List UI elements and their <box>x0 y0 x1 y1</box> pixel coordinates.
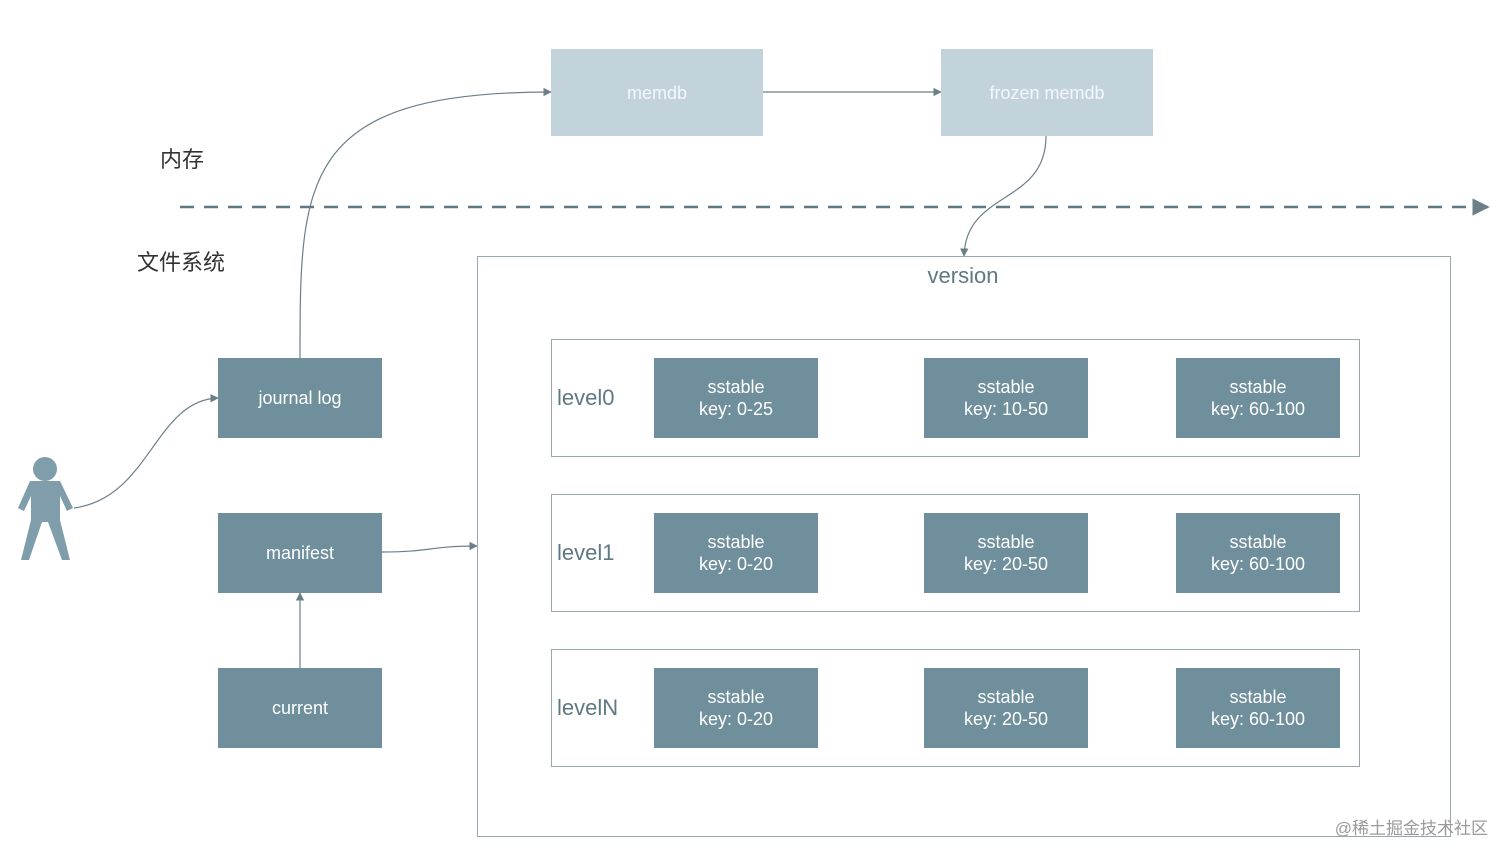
frozen-memdb-node: frozen memdb <box>941 49 1153 136</box>
sstable-name: sstable <box>1229 377 1287 397</box>
watermark: @稀土掘金技术社区 <box>1334 819 1488 838</box>
sstable-name: sstable <box>1229 532 1287 552</box>
filesystem-zone-label: 文件系统 <box>137 250 226 275</box>
level-label: level0 <box>557 385 615 410</box>
version-title: version <box>927 263 999 288</box>
level-label: levelN <box>557 695 619 720</box>
memdb-node: memdb <box>551 49 763 136</box>
user-to-journal-arrow <box>73 394 219 509</box>
current-label: current <box>271 698 329 718</box>
level-row <box>551 494 1360 612</box>
sstable-key-range: key: 10-50 <box>963 399 1049 419</box>
sstable-name: sstable <box>977 377 1035 397</box>
manifest-label: manifest <box>265 543 335 563</box>
level-row <box>551 649 1360 767</box>
memdb-label: memdb <box>626 82 688 103</box>
frozen-to-version-arrow <box>960 135 1047 257</box>
sstable-name: sstable <box>707 687 765 707</box>
memory-zone-label: 内存 <box>160 147 205 172</box>
current-node: current <box>218 668 382 748</box>
sstable-name: sstable <box>707 532 765 552</box>
frozen-memdb-label: frozen memdb <box>989 82 1105 103</box>
manifest-node: manifest <box>218 513 382 593</box>
level-label: level1 <box>557 540 615 565</box>
sstable-key-range: key: 0-20 <box>698 709 774 729</box>
sstable-name: sstable <box>1229 687 1287 707</box>
sstable-key-range: key: 60-100 <box>1210 709 1306 729</box>
sstable-name: sstable <box>977 687 1035 707</box>
level-row <box>551 339 1360 457</box>
journal-to-memdb-arrow <box>299 87 552 359</box>
sstable-key-range: key: 60-100 <box>1210 554 1306 574</box>
sstable-key-range: key: 20-50 <box>963 554 1049 574</box>
sstable-key-range: key: 60-100 <box>1210 399 1306 419</box>
journal-log-label: journal log <box>258 388 342 408</box>
sstable-key-range: key: 0-25 <box>698 399 774 419</box>
sstable-key-range: key: 0-20 <box>698 554 774 574</box>
manifest-to-version-arrow <box>381 541 478 553</box>
journal-log-node: journal log <box>218 358 382 438</box>
sstable-name: sstable <box>977 532 1035 552</box>
user-icon <box>18 457 73 560</box>
sstable-key-range: key: 20-50 <box>963 709 1049 729</box>
sstable-name: sstable <box>707 377 765 397</box>
version-container <box>477 256 1451 837</box>
